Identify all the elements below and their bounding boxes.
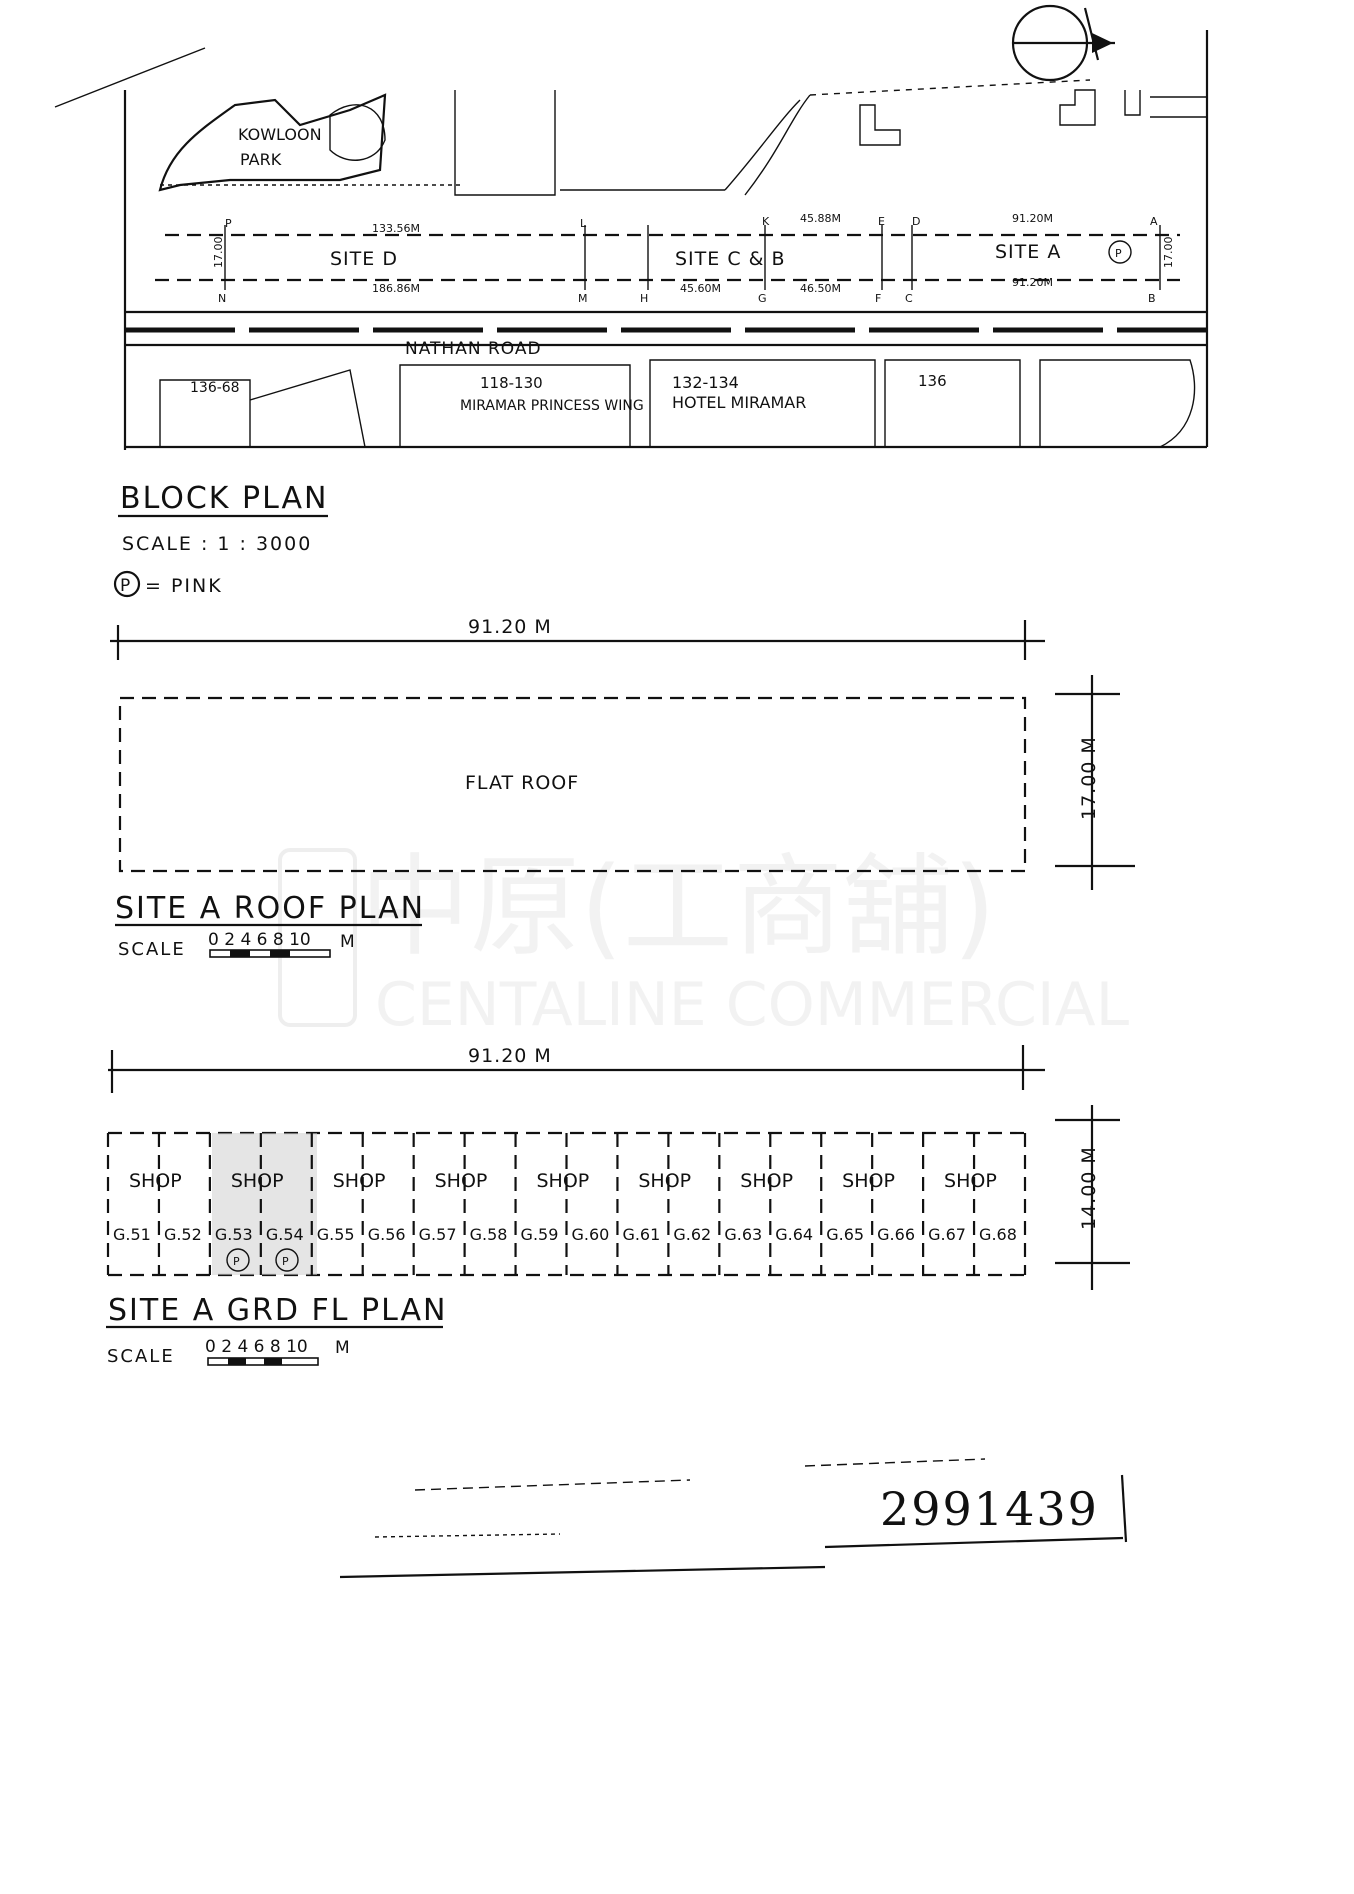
north-arrow-icon (1011, 4, 1115, 82)
ground-floor-plan: 91.20 M SHOP SHOP SHOP SHOP SHOP SHOP SHOP SHOP… (106, 1045, 1130, 1290)
roof-scale-ticks: 0 2 4 6 8 10 (208, 930, 311, 950)
roof-plan-title: SITE A ROOF PLAN (115, 891, 425, 926)
point-g: G (758, 292, 767, 305)
block-plan: KOWLOON PARK SITE D SITE C & B SITE A P … (54, 4, 1209, 450)
watermark-logo (278, 848, 357, 1027)
shop-unit-number: G.60 (572, 1225, 610, 1244)
shop-unit-number: G.63 (724, 1225, 762, 1244)
point-e: E (878, 215, 885, 228)
nathan-road-label: NATHAN ROAD (405, 339, 542, 359)
park-label-park: PARK (240, 150, 282, 169)
site-a-label: SITE A (995, 241, 1061, 263)
point-n: N (218, 292, 226, 305)
point-m: M (578, 292, 588, 305)
dim-bottom-site-b: 46.50M (800, 282, 841, 295)
shop-unit-number: G.65 (826, 1225, 864, 1244)
shop-unit-number: G.62 (673, 1225, 711, 1244)
point-d: D (912, 215, 920, 228)
shop-unit-number: G.55 (317, 1225, 355, 1244)
roof-scale-unit: M (340, 932, 357, 952)
dim-bottom-site-a: 91.20M (1012, 276, 1053, 289)
watermark: 中原(工商舖) CENTALINE COMMERCIAL (278, 843, 1130, 1040)
dim-depth-site-d: 17.00 (212, 237, 225, 269)
point-l: L (580, 217, 587, 230)
shop-label: SHOP (231, 1170, 284, 1192)
shop-label: SHOP (537, 1170, 590, 1192)
dim-bottom-site-c: 45.60M (680, 282, 721, 295)
shop-label: SHOP (129, 1170, 182, 1192)
site-a-pink-mark: P (1115, 247, 1122, 260)
reference-number: 2991439 (880, 1482, 1099, 1536)
grd-scale-bar (207, 1357, 319, 1366)
park-label-kowloon: KOWLOON (238, 125, 322, 144)
shop-unit-number: G.51 (113, 1225, 151, 1244)
dim-top-site-c: 45.88M (800, 212, 841, 225)
grd-plan-title: SITE A GRD FL PLAN (108, 1293, 447, 1328)
point-k: K (762, 215, 770, 228)
point-h: H (640, 292, 648, 305)
grd-width-dim: 91.20 M (468, 1045, 552, 1067)
point-f: F (875, 292, 881, 305)
pink-mark-g53: P (233, 1255, 240, 1268)
shop-label: SHOP (740, 1170, 793, 1192)
point-p: P (225, 217, 232, 230)
point-b: B (1148, 292, 1156, 305)
block-plan-scale: SCALE : 1 : 3000 (122, 533, 312, 555)
grd-depth-dim: 14.00 M (1078, 1146, 1100, 1230)
point-c: C (905, 292, 913, 305)
shop-unit-number: G.58 (470, 1225, 508, 1244)
shop-unit-number: G.68 (979, 1225, 1017, 1244)
shop-unit-number: G.57 (419, 1225, 457, 1244)
pink-mark-g54: P (282, 1255, 289, 1268)
building-132-134-name: HOTEL MIRAMAR (672, 393, 806, 412)
dim-top-site-d: 133.56M (372, 222, 420, 235)
shop-label: SHOP (638, 1170, 691, 1192)
dim-bottom-site-d: 186.86M (372, 282, 420, 295)
building-136-number: 136 (918, 372, 947, 390)
building-136-68-number: 136-68 (190, 380, 240, 396)
roof-depth-dim: 17.00 M (1078, 736, 1100, 820)
kowloon-park: KOWLOON PARK (158, 79, 1207, 196)
building-132-134-number: 132-134 (672, 373, 739, 392)
block-plan-title: BLOCK PLAN (120, 481, 328, 516)
shop-unit-number: G.67 (928, 1225, 966, 1244)
point-a: A (1150, 215, 1158, 228)
shop-unit-number: G.66 (877, 1225, 915, 1244)
roof-plan: 91.20 M FLAT ROOF 17.00 M (110, 616, 1135, 890)
grd-scale-label: SCALE (107, 1346, 175, 1367)
shop-label: SHOP (435, 1170, 488, 1192)
watermark-chinese: 中原(工商舖) (360, 843, 996, 971)
watermark-english: CENTALINE COMMERCIAL (375, 970, 1130, 1040)
building-118-130-name: MIRAMAR PRINCESS WING (460, 398, 644, 414)
legend-pink-text: = PINK (145, 575, 223, 597)
shop-unit-number: G.59 (521, 1225, 559, 1244)
shop-unit-number: G.53 (215, 1225, 253, 1244)
roof-area-label: FLAT ROOF (465, 772, 579, 794)
building-118-130-number: 118-130 (480, 374, 543, 392)
shop-label: SHOP (333, 1170, 386, 1192)
shop-label: SHOP (944, 1170, 997, 1192)
roof-scale-label: SCALE (118, 939, 186, 960)
legend-pink-symbol: P (120, 576, 132, 596)
shop-unit-number: G.52 (164, 1225, 202, 1244)
site-cb-label: SITE C & B (675, 248, 786, 270)
reference-stamp: 2991439 (339, 1458, 1128, 1579)
shop-unit-number: G.54 (266, 1225, 304, 1244)
roof-width-dim: 91.20 M (468, 616, 552, 638)
shop-unit-number: G.61 (622, 1225, 660, 1244)
grd-scale-ticks: 0 2 4 6 8 10 (205, 1337, 308, 1357)
shop-unit-number: G.56 (368, 1225, 406, 1244)
shop-label: SHOP (842, 1170, 895, 1192)
site-d-label: SITE D (330, 248, 398, 270)
dim-depth-site-a: 17.00 (1162, 237, 1175, 269)
grd-scale-unit: M (335, 1338, 352, 1358)
shop-unit-number: G.64 (775, 1225, 813, 1244)
dim-top-site-a: 91.20M (1012, 212, 1053, 225)
